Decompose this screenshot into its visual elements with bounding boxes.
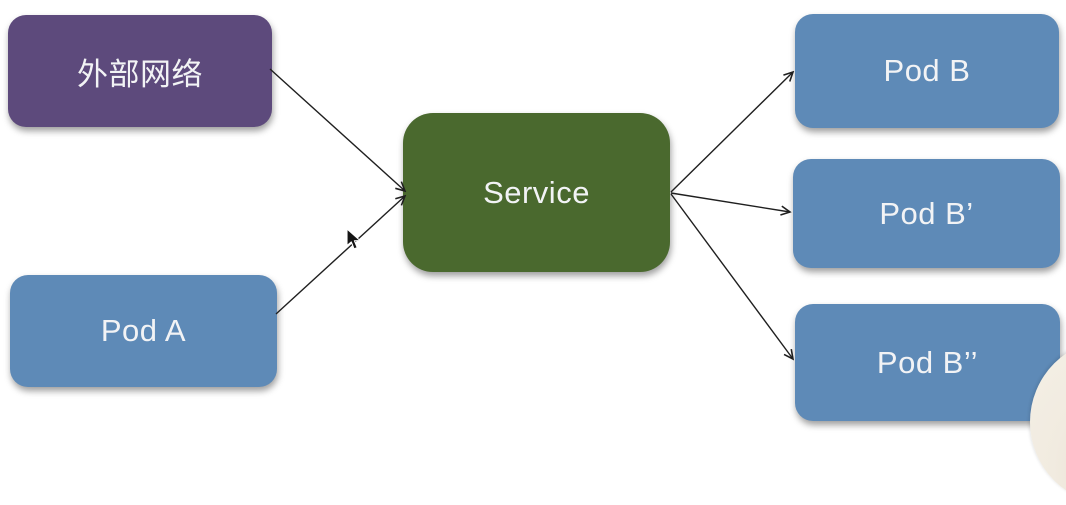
edge-service-to-pod-b-prime [670,192,790,212]
node-service: Service [403,113,670,272]
node-pod-a-label: Pod A [100,313,187,348]
node-external-network: 外部网络 [8,15,272,127]
node-service-label: Service [483,174,590,210]
edge-external-network-to-service [269,68,405,191]
node-pod-a: Pod A [10,275,277,387]
node-pod-b-double-prime: Pod B’’ [795,304,1060,421]
node-pod-b-prime: Pod B’ [793,159,1060,268]
mouse-cursor-icon [346,228,361,250]
edge-service-to-pod-b [670,72,793,193]
edge-service-to-pod-b-double-prime [670,193,793,359]
node-pod-b-label: Pod B [883,53,971,88]
node-pod-b: Pod B [795,14,1059,128]
node-external-network-label: 外部网络 [77,56,203,92]
node-pod-b-double-prime-label: Pod B’’ [876,344,979,380]
node-pod-b-prime-label: Pod B’ [879,195,974,231]
edge-pod-a-to-service [275,196,405,315]
